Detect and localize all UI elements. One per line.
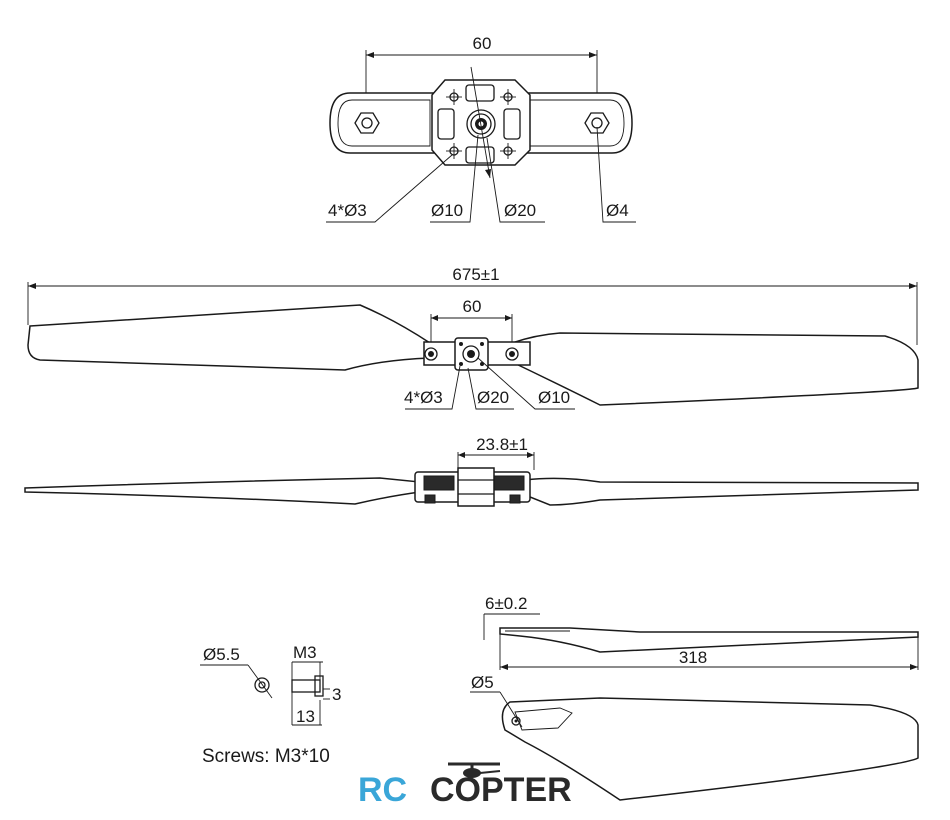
helicopter-icon [448, 762, 501, 778]
hub-detail-view: 60 4*Ø3 Ø10 Ø20 [326, 34, 636, 223]
screw-detail: Ø5.5 M3 3 13 Screws: M3*10 [200, 643, 341, 767]
screw-length-label: 13 [296, 707, 315, 726]
screw-caption: Screws: M3*10 [202, 746, 330, 767]
propeller-plan-view: 675±1 60 4*Ø3 Ø20 Ø10 [27, 265, 919, 410]
thickness-label: 23.8±1 [476, 435, 528, 454]
logo-rc: RC [358, 771, 407, 809]
blade-length-label: 318 [679, 648, 707, 667]
rc-copter-logo: RC COPTER [358, 762, 572, 809]
screw-head-height-label: 3 [332, 685, 341, 704]
hub-width-label: 60 [473, 34, 492, 53]
hub-bore-label: Ø10 [431, 201, 463, 220]
hub-holes-label: 4*Ø3 [328, 201, 367, 220]
blade-root-label: 6±0.2 [485, 594, 527, 613]
mount-hole-label: Ø4 [606, 201, 629, 220]
screw-head-label: Ø5.5 [203, 645, 240, 664]
blade-detail: 6±0.2 318 Ø5 [470, 594, 919, 801]
plan-holes-label: 4*Ø3 [404, 388, 443, 407]
plan-hub-label: Ø20 [477, 388, 509, 407]
propeller-side-view: 23.8±1 [24, 435, 919, 507]
overall-length-label: 675±1 [452, 265, 499, 284]
pivot-hole-label: Ø5 [471, 673, 494, 692]
plan-bore-label: Ø10 [538, 388, 570, 407]
spacing-label: 60 [463, 297, 482, 316]
screw-thread-label: M3 [293, 643, 317, 662]
hub-diameter-label: Ø20 [504, 201, 536, 220]
logo-copter: COPTER [430, 771, 572, 809]
